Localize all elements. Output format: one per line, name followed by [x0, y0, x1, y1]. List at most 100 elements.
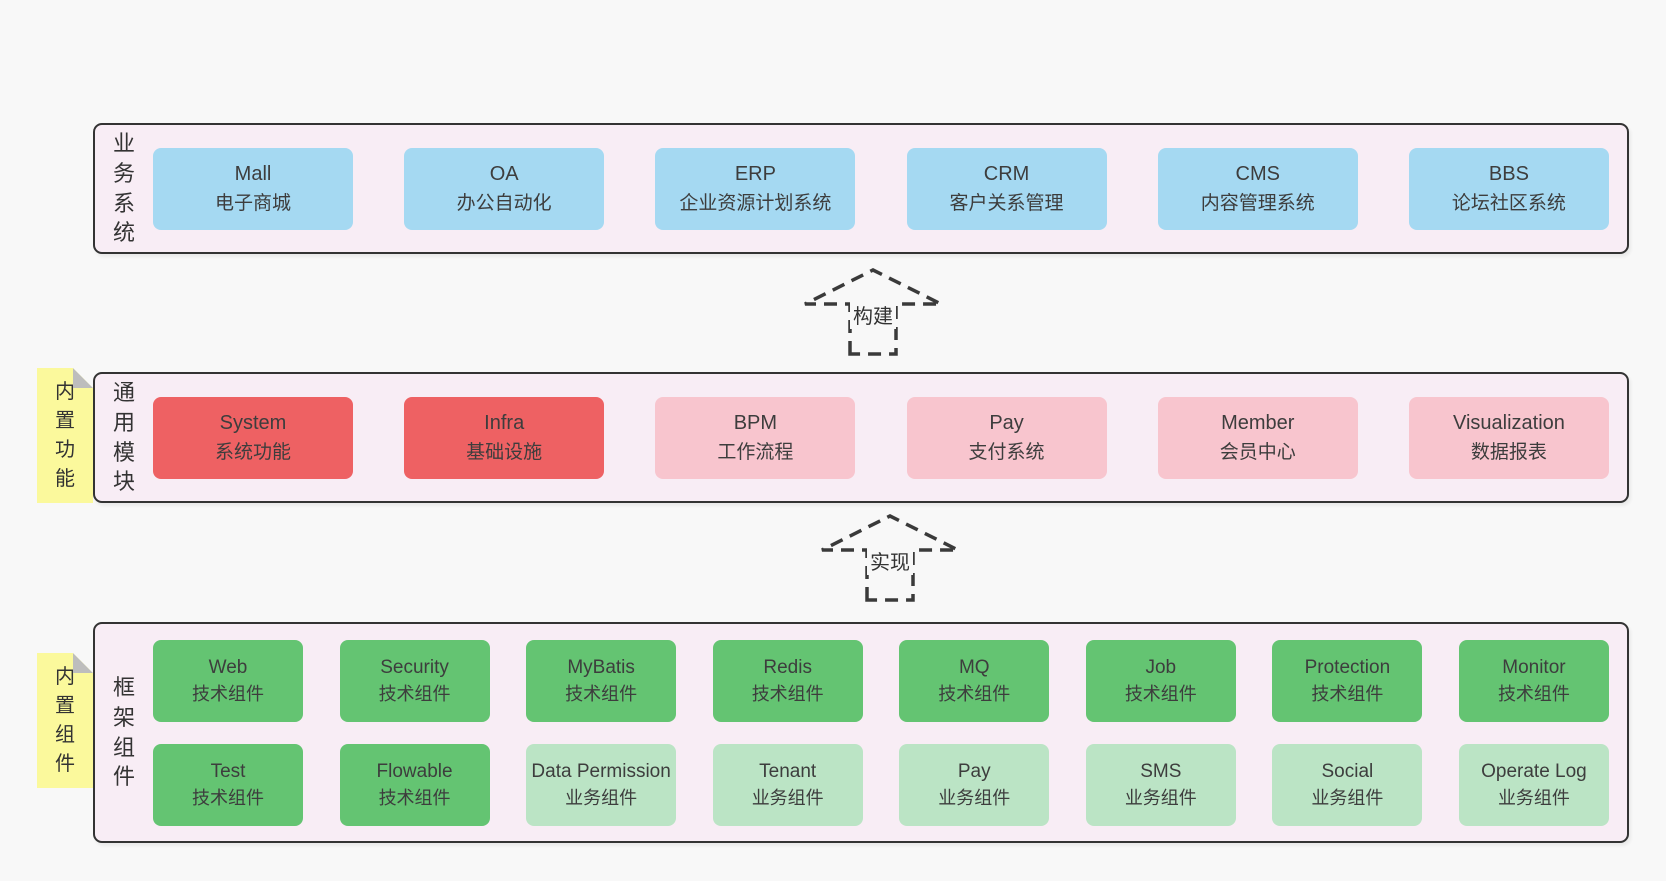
sticky-tab-label: 内置组件: [55, 665, 75, 775]
box-subtitle: 技术组件: [1311, 683, 1384, 704]
box-subtitle: 内容管理系统: [1200, 192, 1315, 214]
box-erp: ERP 企业资源计划系统: [655, 147, 856, 230]
box-title: Pay: [957, 760, 991, 782]
box-title: Operate Log: [1481, 760, 1587, 782]
box-mq: MQ 技术组件: [899, 639, 1050, 722]
box-title: OA: [489, 162, 519, 185]
box-title: Data Permission: [531, 760, 671, 782]
box-title: Web: [208, 656, 248, 678]
box-subtitle: 技术组件: [192, 683, 264, 704]
box-subtitle: 业务组件: [938, 787, 1011, 808]
panel-label: 业务系统: [112, 131, 135, 246]
box-subtitle: 技术组件: [751, 683, 824, 704]
sticky-tab-label: 内置功能: [55, 380, 75, 490]
box-social: Social 业务组件: [1272, 743, 1423, 826]
box-member: Member 会员中心: [1157, 396, 1358, 479]
box-subtitle: 技术组件: [565, 683, 638, 704]
arrow-build: 构建: [793, 264, 953, 356]
panel-body: Web 技术组件 Security 技术组件 MyBatis 技术组件 Redi…: [153, 624, 1627, 841]
box-subtitle: 业务组件: [1497, 787, 1570, 808]
box-title: Infra: [484, 411, 525, 434]
box-pay: Pay 支付系统: [906, 396, 1107, 479]
box-bpm: BPM 工作流程: [655, 396, 856, 479]
box-title: SMS: [1140, 760, 1182, 782]
box-security: Security 技术组件: [339, 639, 490, 722]
box-title: MQ: [958, 656, 990, 678]
box-title: Visualization: [1452, 411, 1565, 434]
component-row-1: Web 技术组件 Security 技术组件 MyBatis 技术组件 Redi…: [153, 639, 1609, 722]
box-title: Pay: [989, 411, 1024, 434]
box-protection: Protection 技术组件: [1272, 639, 1423, 722]
box-title: Tenant: [759, 760, 817, 782]
component-row-2: Test 技术组件 Flowable 技术组件 Data Permission …: [153, 743, 1609, 826]
arrow-implement: 实现: [810, 510, 970, 602]
box-title: BPM: [733, 411, 778, 434]
box-web: Web 技术组件: [153, 639, 303, 722]
box-title: Test: [210, 760, 246, 782]
panel-label-wrap: 框架组件: [95, 624, 153, 841]
box-tenant: Tenant 业务组件: [712, 743, 863, 826]
sticky-tab-builtin-features: 内置功能: [37, 368, 93, 503]
box-title: Member: [1221, 411, 1295, 434]
panel-label-wrap: 业务系统: [95, 125, 153, 252]
panel-business-systems: 业务系统 Mall 电子商城 OA 办公自动化 ERP 企业资源计划系统 CRM…: [93, 123, 1629, 254]
box-flowable: Flowable 技术组件: [339, 743, 490, 826]
arrow-label: 构建: [850, 300, 896, 329]
box-title: Redis: [763, 656, 812, 678]
box-title: Monitor: [1502, 656, 1566, 678]
box-title: CRM: [983, 162, 1030, 185]
box-crm: CRM 客户关系管理: [906, 147, 1107, 230]
box-subtitle: 系统功能: [214, 441, 291, 463]
box-subtitle: 客户关系管理: [949, 192, 1064, 214]
box-infra: Infra 基础设施: [404, 396, 605, 479]
sticky-tab-builtin-components: 内置组件: [37, 653, 93, 788]
panel-common-modules: 通用模块 System 系统功能 Infra 基础设施 BPM 工作流程 Pay…: [93, 372, 1629, 503]
box-mall: Mall 电子商城: [153, 147, 353, 230]
box-sms: SMS 业务组件: [1085, 743, 1236, 826]
box-oa: OA 办公自动化: [404, 147, 605, 230]
box-subtitle: 数据报表: [1470, 441, 1547, 463]
panel-framework-components: 框架组件 Web 技术组件 Security 技术组件 MyBatis 技术组件…: [93, 622, 1629, 843]
box-subtitle: 企业资源计划系统: [679, 192, 832, 214]
box-title: ERP: [734, 162, 776, 185]
box-title: BBS: [1488, 162, 1529, 185]
box-title: Flowable: [376, 760, 453, 782]
box-subtitle: 工作流程: [717, 441, 794, 463]
box-title: Security: [380, 656, 449, 678]
box-subtitle: 论坛社区系统: [1451, 192, 1566, 214]
box-title: Job: [1145, 656, 1177, 678]
box-subtitle: 技术组件: [378, 683, 451, 704]
box-system: System 系统功能: [153, 396, 353, 479]
arrow-label: 实现: [867, 546, 913, 575]
panel-body: System 系统功能 Infra 基础设施 BPM 工作流程 Pay 支付系统…: [153, 374, 1627, 501]
box-subtitle: 办公自动化: [456, 192, 552, 214]
box-pay-component: Pay 业务组件: [899, 743, 1050, 826]
box-subtitle: 会员中心: [1219, 441, 1296, 463]
box-bbs: BBS 论坛社区系统: [1408, 147, 1609, 230]
box-subtitle: 技术组件: [192, 787, 264, 808]
box-data-permission: Data Permission 业务组件: [526, 743, 677, 826]
box-subtitle: 业务组件: [1311, 787, 1384, 808]
box-subtitle: 技术组件: [1124, 683, 1197, 704]
box-title: Protection: [1304, 656, 1391, 678]
box-mybatis: MyBatis 技术组件: [526, 639, 677, 722]
panel-label: 框架组件: [112, 675, 135, 790]
box-subtitle: 业务组件: [751, 787, 824, 808]
panel-body: Mall 电子商城 OA 办公自动化 ERP 企业资源计划系统 CRM 客户关系…: [153, 125, 1627, 252]
box-title: Social: [1321, 760, 1374, 782]
box-subtitle: 业务组件: [565, 787, 638, 808]
box-subtitle: 技术组件: [1497, 683, 1570, 704]
box-subtitle: 技术组件: [378, 787, 451, 808]
box-subtitle: 业务组件: [1124, 787, 1197, 808]
box-title: CMS: [1235, 162, 1280, 185]
box-redis: Redis 技术组件: [712, 639, 863, 722]
panel-label-wrap: 通用模块: [95, 374, 153, 501]
panel-label: 通用模块: [112, 380, 135, 495]
box-visualization: Visualization 数据报表: [1408, 396, 1609, 479]
box-title: MyBatis: [567, 656, 635, 678]
box-title: System: [219, 411, 287, 434]
box-job: Job 技术组件: [1085, 639, 1236, 722]
box-subtitle: 支付系统: [968, 441, 1045, 463]
box-title: Mall: [234, 162, 272, 185]
